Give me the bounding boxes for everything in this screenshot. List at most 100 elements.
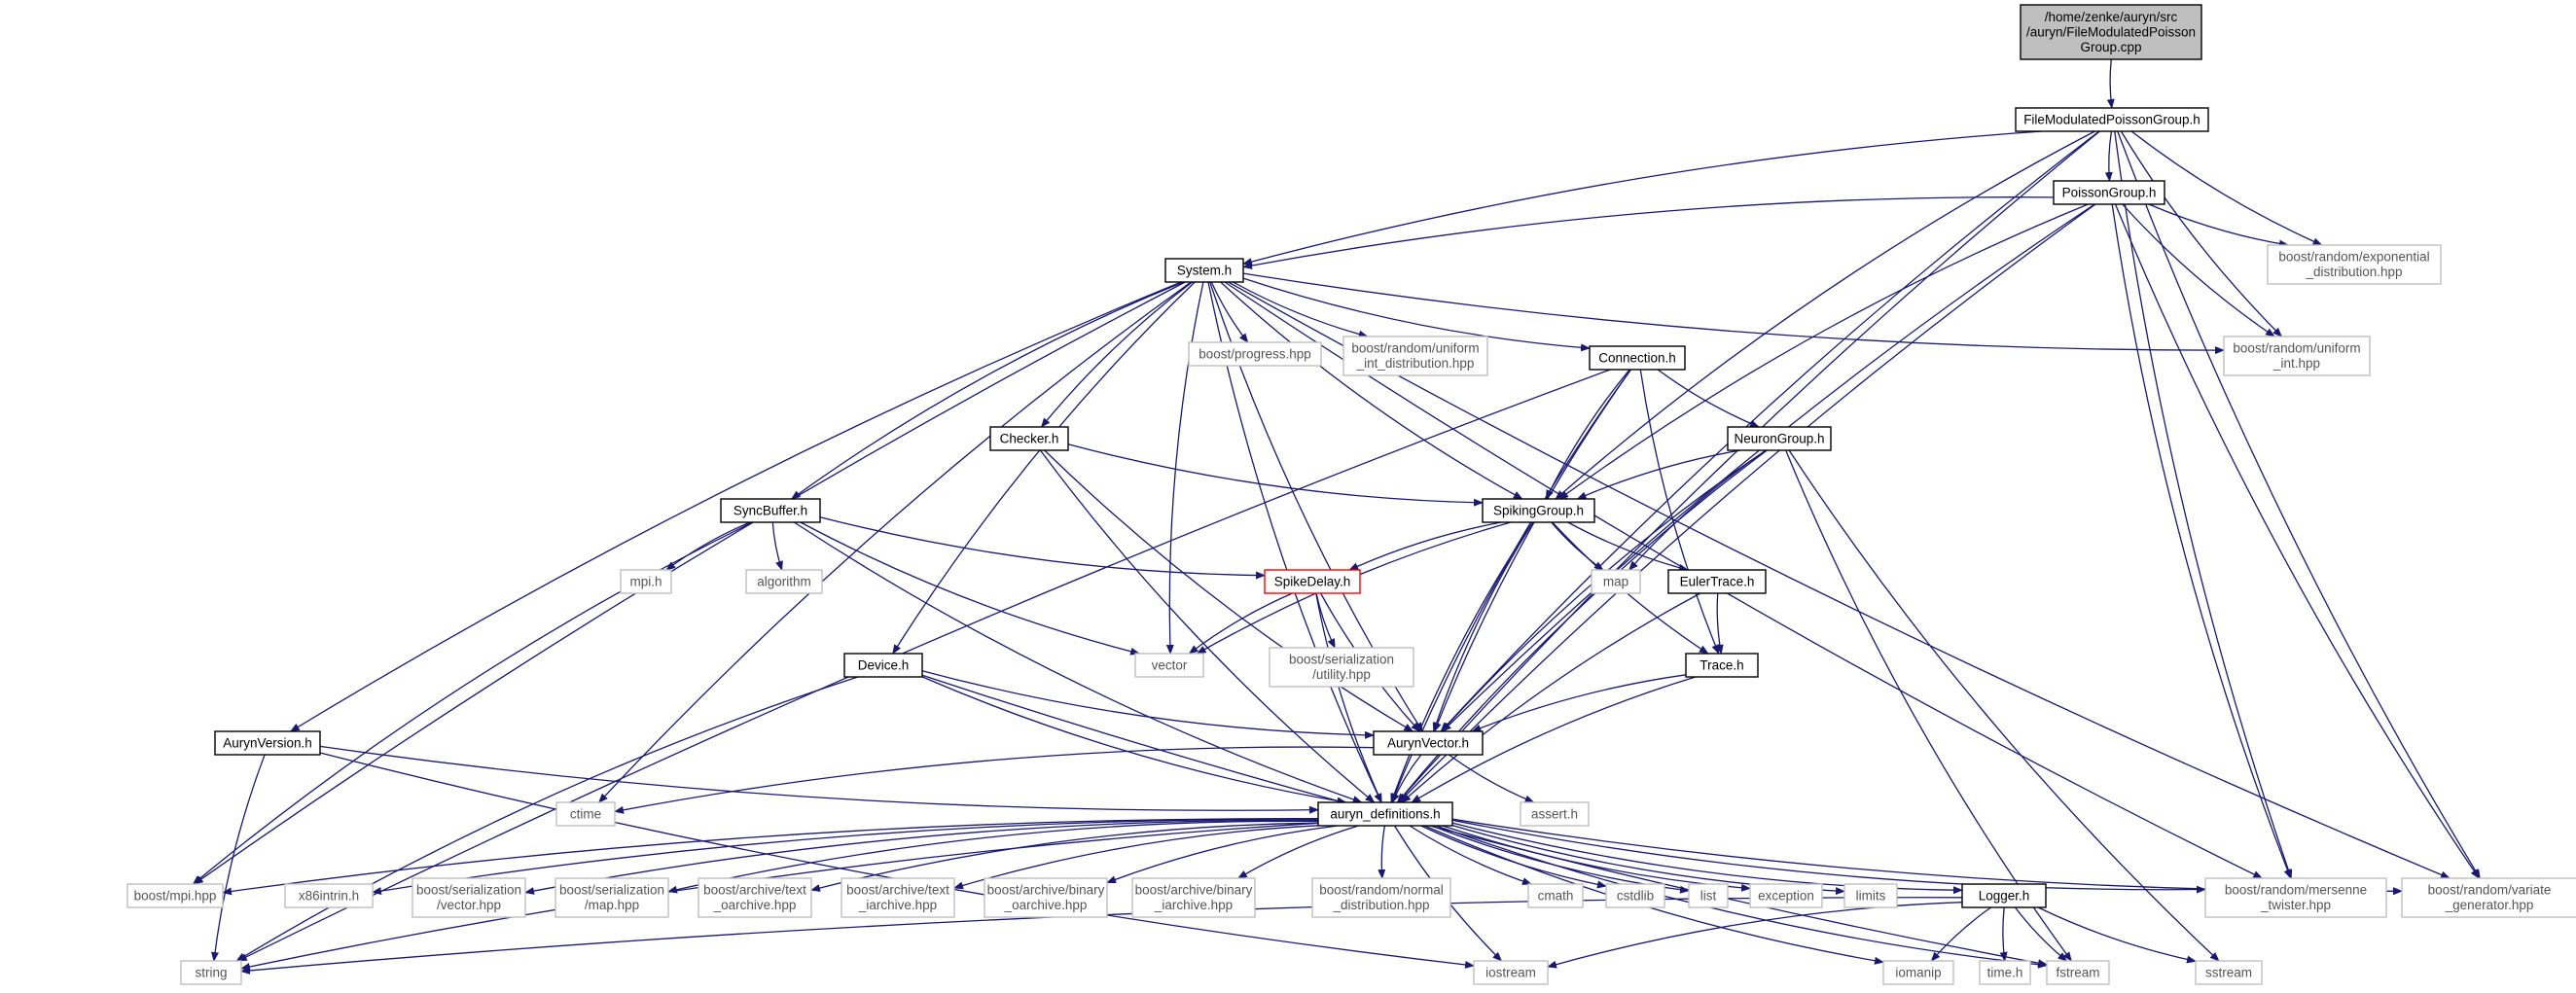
node-bsm[interactable]: boost/serialization/map.hpp: [555, 877, 669, 918]
edge-av-to-ctime: [614, 746, 1375, 814]
node-uid[interactable]: boost/random/uniform_int_distribution.hp…: [1342, 336, 1488, 376]
node-sd[interactable]: SpikeDelay.h: [1264, 569, 1361, 594]
node-ad[interactable]: auryn_definitions.h: [1317, 801, 1453, 827]
node-root-label: Group.cpp: [2080, 40, 2141, 54]
node-vg[interactable]: boost/random/variate_generator.hpp: [2401, 877, 2576, 918]
node-babo-label: boost/archive/binary: [987, 883, 1105, 898]
node-ios[interactable]: iostream: [1473, 960, 1549, 985]
node-cstd[interactable]: cstdlib: [1605, 883, 1665, 908]
node-bmpi[interactable]: boost/mpi.hpp: [126, 883, 224, 908]
node-str-label: string: [195, 965, 227, 979]
node-exp[interactable]: boost/random/exponential_distribution.hp…: [2267, 244, 2442, 285]
node-aver-box: [214, 730, 321, 756]
node-ctime[interactable]: ctime: [555, 801, 616, 827]
edge-ad-to-x86: [372, 818, 1319, 896]
edge-sg-to-ad: [1390, 521, 1533, 803]
node-bsu-label: /utility.hpp: [1312, 667, 1371, 682]
node-pg[interactable]: PoissonGroup.h: [2053, 180, 2165, 205]
node-ng[interactable]: NeuronGroup.h: [1727, 426, 1832, 451]
node-dev-box: [843, 653, 923, 678]
node-et[interactable]: EulerTrace.h: [1667, 569, 1767, 594]
node-mt[interactable]: boost/random/mersenne_twister.hpp: [2204, 877, 2387, 918]
node-uint[interactable]: boost/random/uniform_int.hpp: [2223, 336, 2371, 376]
edge-ad-to-bati: [953, 825, 1319, 890]
node-list[interactable]: list: [1688, 883, 1729, 908]
node-sstr[interactable]: sstream: [2195, 960, 2263, 985]
node-sg[interactable]: SpikingGroup.h: [1482, 498, 1595, 523]
edge-pg-to-av: [1442, 203, 2095, 732]
node-algo[interactable]: algorithm: [745, 569, 823, 594]
node-log[interactable]: Logger.h: [1961, 883, 2047, 908]
node-bato-label: boost/archive/text: [703, 883, 806, 898]
node-bsu-label: boost/serialization: [1289, 653, 1394, 667]
node-bato[interactable]: boost/archive/text_oarchive.hpp: [698, 877, 812, 918]
node-timeh[interactable]: time.h: [1979, 960, 2031, 985]
edge-aver-to-str: [211, 754, 266, 962]
edge-dev-to-fstr: [921, 674, 2048, 968]
node-root-label: /home/zenke/auryn/src: [2045, 10, 2178, 24]
node-asrt[interactable]: assert.h: [1520, 801, 1590, 827]
node-conn-box: [1589, 345, 1686, 371]
node-sys-label: System.h: [1177, 263, 1232, 277]
edge-ad-to-fstr: [1436, 825, 2048, 969]
node-sstr-label: sstream: [2205, 965, 2252, 979]
node-pg-label: PoissonGroup.h: [2062, 185, 2157, 199]
edge-root-to-fmpg: [2106, 58, 2115, 109]
node-sd-box: [1264, 569, 1361, 594]
node-iom-box: [1882, 960, 1954, 985]
node-mpih[interactable]: mpi.h: [620, 569, 672, 594]
node-bsv-label: /vector.hpp: [437, 898, 501, 912]
node-bsu[interactable]: boost/serialization/utility.hpp: [1269, 647, 1414, 688]
edge-sync-to-vec: [800, 521, 1141, 656]
edge-sys-to-ctime: [598, 281, 1192, 803]
edge-sys-to-sg: [1220, 281, 1523, 500]
node-bato-label: _oarchive.hpp: [713, 898, 797, 912]
node-fstr[interactable]: fstream: [2046, 960, 2110, 985]
node-fmpg[interactable]: FileModulatedPoissonGroup.h: [2015, 107, 2209, 132]
node-bati[interactable]: boost/archive/text_iarchive.hpp: [841, 877, 955, 918]
node-x86[interactable]: x86intrin.h: [284, 883, 374, 908]
node-babo-label: _oarchive.hpp: [1004, 898, 1088, 912]
edge-tr-to-ad: [1411, 676, 1697, 803]
node-bsu-box: [1269, 647, 1414, 688]
node-ctime-label: ctime: [570, 806, 601, 821]
node-cmath[interactable]: cmath: [1527, 883, 1584, 908]
node-tr-box: [1685, 653, 1759, 678]
node-tr[interactable]: Trace.h: [1685, 653, 1759, 678]
node-vec-box: [1134, 653, 1204, 678]
node-aver[interactable]: AurynVersion.h: [214, 730, 321, 756]
node-lim[interactable]: limits: [1843, 883, 1898, 908]
node-bsm-label: /map.hpp: [585, 898, 639, 912]
node-fmpg-label: FileModulatedPoissonGroup.h: [2023, 112, 2200, 126]
edge-sg-to-map: [1551, 521, 1604, 571]
node-str[interactable]: string: [180, 960, 242, 985]
node-prog[interactable]: boost/progress.hpp: [1188, 341, 1322, 367]
edge-sys-to-vg: [1228, 281, 2451, 879]
node-sync[interactable]: SyncBuffer.h: [720, 498, 821, 523]
node-dev[interactable]: Device.h: [843, 653, 923, 678]
node-map[interactable]: map: [1591, 569, 1641, 594]
node-chk-label: Checker.h: [1000, 431, 1059, 445]
node-chk[interactable]: Checker.h: [989, 426, 1069, 451]
edge-sys-to-aver: [289, 281, 1182, 732]
node-bati-label: boost/archive/text: [846, 883, 949, 898]
node-babo[interactable]: boost/archive/binary_oarchive.hpp: [984, 877, 1108, 918]
node-iom[interactable]: iomanip: [1882, 960, 1954, 985]
node-av[interactable]: AurynVector.h: [1373, 730, 1484, 756]
node-bsv[interactable]: boost/serialization/vector.hpp: [411, 877, 526, 918]
edge-av-to-ad: [1391, 754, 1422, 803]
node-root[interactable]: /home/zenke/auryn/src/auryn/FileModulate…: [2020, 4, 2202, 60]
node-ad-box: [1317, 801, 1453, 827]
node-sys[interactable]: System.h: [1164, 258, 1244, 283]
node-bnd[interactable]: boost/random/normal_distribution.hpp: [1311, 877, 1451, 918]
node-exp-label: _distribution.hpp: [2305, 265, 2402, 279]
node-exc[interactable]: exception: [1749, 883, 1823, 908]
edge-et-to-ad: [1401, 592, 1701, 803]
node-conn[interactable]: Connection.h: [1589, 345, 1686, 371]
node-vec[interactable]: vector: [1134, 653, 1204, 678]
node-babi[interactable]: boost/archive/binary_iarchive.hpp: [1131, 877, 1256, 918]
edge-tr-to-av: [1471, 674, 1687, 732]
node-bsm-label: boost/serialization: [559, 883, 664, 898]
node-exp-label: boost/random/exponential: [2278, 250, 2429, 265]
